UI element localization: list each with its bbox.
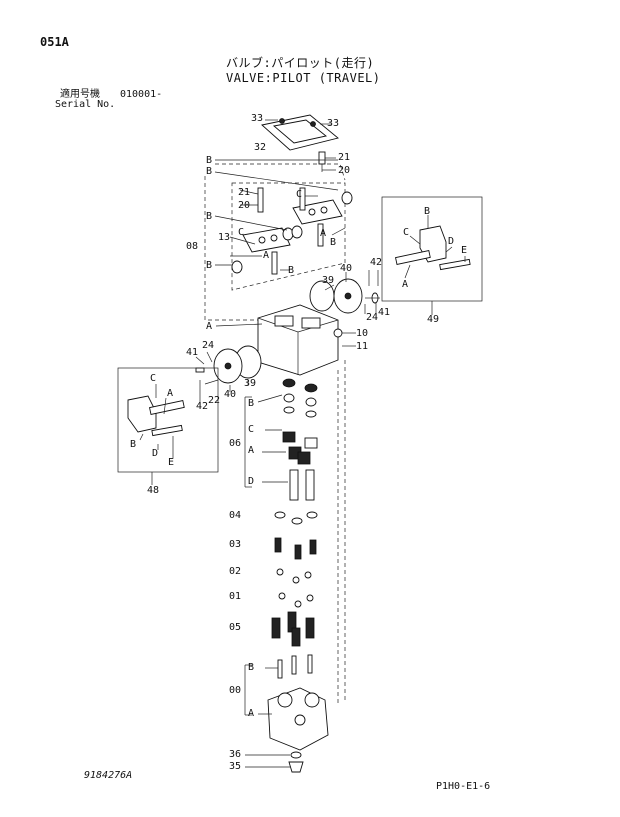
callout-C2: C	[238, 227, 245, 238]
callout-B6: B	[288, 265, 295, 276]
callout-40-left: 40	[224, 389, 237, 400]
serial-value: 010001-	[120, 89, 163, 100]
plug-35	[288, 761, 304, 773]
springs-05	[271, 611, 315, 647]
title-english: VALVE:PILOT (TRAVEL)	[226, 71, 381, 85]
callout-06-C: C	[248, 424, 255, 435]
callout-01: 01	[229, 591, 242, 602]
callout-49-A: A	[402, 279, 409, 290]
callout-41-right: 41	[378, 307, 391, 318]
callout-00-A: A	[248, 708, 255, 719]
page-reference: P1H0-E1-6	[436, 781, 491, 792]
serial-label-jp: 適用号機	[60, 89, 100, 100]
callout-08: 08	[186, 241, 199, 252]
callout-13: 13	[218, 232, 231, 243]
callout-49-B: B	[424, 206, 431, 217]
callout-40-right: 40	[340, 263, 353, 274]
callout-06-A: A	[248, 445, 255, 456]
callout-33a: 33	[251, 113, 264, 124]
drawing-number: 9184276A	[84, 770, 133, 781]
springs-03	[274, 537, 317, 560]
callout-06-D: D	[248, 476, 255, 487]
callout-06: 06	[229, 438, 242, 449]
callout-B3: B	[206, 211, 213, 222]
callout-21-top: 21	[338, 152, 351, 163]
callout-B5: B	[206, 260, 213, 271]
callout-B2: B	[206, 166, 213, 177]
callout-00-B: B	[248, 662, 255, 673]
callout-A3: A	[206, 321, 213, 332]
callout-48-C: C	[150, 373, 157, 384]
callout-B4: B	[330, 237, 337, 248]
callout-04: 04	[229, 510, 242, 521]
callout-05: 05	[229, 622, 242, 633]
callout-49: 49	[427, 314, 440, 325]
callout-24-right: 24	[366, 312, 379, 323]
serial-label-en: Serial No.	[55, 99, 116, 110]
callout-22: 22	[208, 395, 221, 406]
callout-39-right: 39	[322, 275, 335, 286]
seal-row	[282, 378, 318, 418]
callout-20: 20	[238, 200, 251, 211]
callout-03: 03	[229, 539, 242, 550]
callout-35: 35	[229, 761, 242, 772]
callout-24-left: 24	[202, 340, 215, 351]
push-rod-row	[282, 431, 318, 501]
title-japanese: バルブ:パイロット(走行)	[226, 56, 375, 70]
callout-33b: 33	[327, 118, 340, 129]
callout-A2: A	[263, 250, 270, 261]
callout-20-top: 20	[338, 165, 351, 176]
callout-00: 00	[229, 685, 242, 696]
callout-48-E: E	[168, 457, 175, 468]
callout-41-left: 41	[186, 347, 199, 358]
callout-02: 02	[229, 566, 242, 577]
callout-49-D: D	[448, 236, 455, 247]
callout-36: 36	[229, 749, 242, 760]
lever-48	[127, 395, 157, 433]
callout-49-C: C	[403, 227, 410, 238]
callout-11: 11	[356, 341, 369, 352]
callout-48: 48	[147, 485, 160, 496]
callout-B1: B	[206, 155, 213, 166]
callout-39-left: 39	[244, 378, 257, 389]
callout-06-B: B	[248, 398, 255, 409]
callout-21: 21	[238, 187, 251, 198]
callout-49-E: E	[461, 245, 468, 256]
callout-48-D: D	[152, 448, 159, 459]
callout-42-right: 42	[370, 257, 383, 268]
callout-A1: A	[320, 228, 327, 239]
callout-48-B: B	[130, 439, 137, 450]
callout-C1: C	[296, 189, 303, 200]
callout-32: 32	[254, 142, 267, 153]
callout-10: 10	[356, 328, 369, 339]
page-code: 051A	[40, 35, 69, 49]
guide-left	[242, 227, 291, 253]
callout-42-left: 42	[196, 401, 209, 412]
callout-48-A: A	[167, 388, 174, 399]
